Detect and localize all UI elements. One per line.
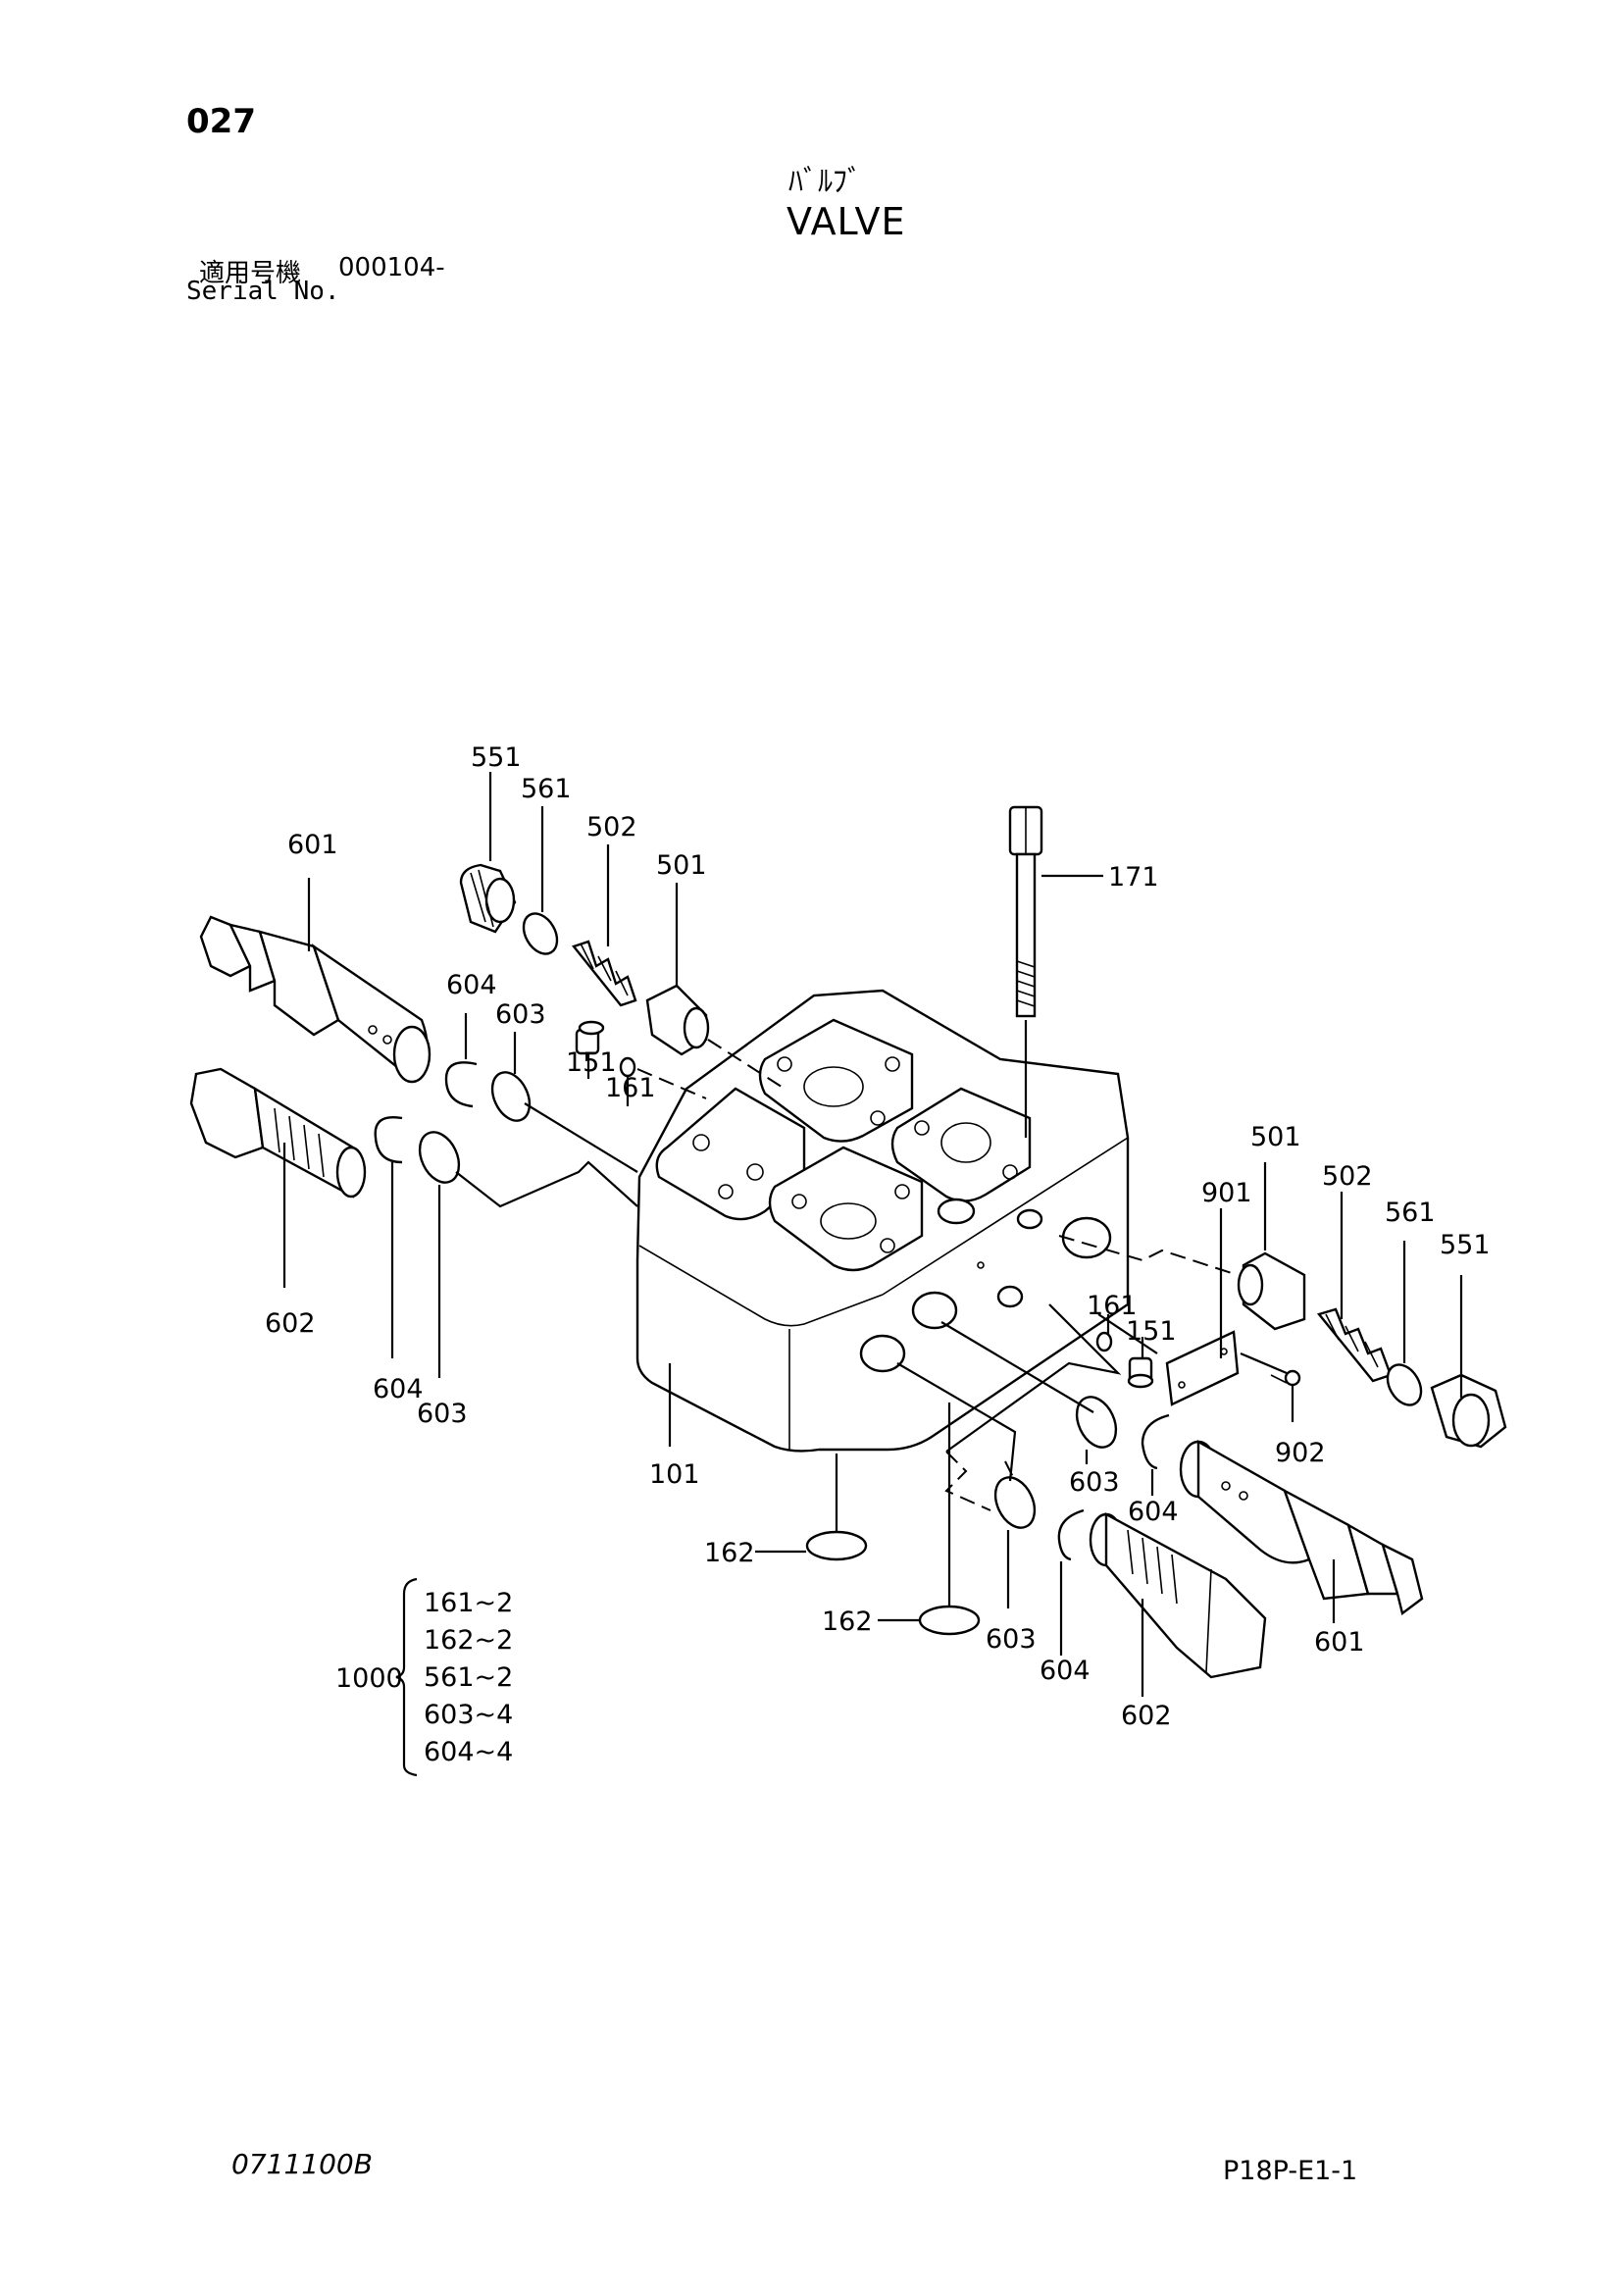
callout-551-left: 551 <box>471 742 522 773</box>
page-code: P18P-E1-1 <box>1223 2156 1358 2186</box>
o-ring-603-right-lower[interactable] <box>988 1471 1041 1534</box>
poppet-501-left[interactable] <box>645 984 710 1056</box>
relief-valve-601-right[interactable] <box>1179 1439 1424 1616</box>
callout-604-right-upper: 604 <box>1128 1497 1179 1527</box>
callout-561-right: 561 <box>1385 1198 1436 1228</box>
callout-603-left-lower: 603 <box>417 1399 468 1429</box>
title-japanese: ﾊﾞﾙﾌﾞ <box>788 165 862 199</box>
spring-502-right[interactable] <box>1316 1307 1393 1383</box>
callout-161-right: 161 <box>1087 1291 1138 1321</box>
rivet-902[interactable] <box>1270 1369 1301 1387</box>
callout-902: 902 <box>1275 1438 1326 1468</box>
callout-604-left-upper: 604 <box>446 970 497 1000</box>
snap-ring-604-right-lower[interactable] <box>1057 1508 1085 1561</box>
kit-label: 1000 <box>335 1663 403 1694</box>
callout-603-right-lower: 603 <box>986 1624 1037 1655</box>
callout-501-left: 501 <box>656 850 707 881</box>
document-code: 0711100B <box>231 2148 373 2180</box>
bolt-171[interactable] <box>1008 805 1043 1018</box>
o-ring-161-right[interactable] <box>1095 1331 1113 1352</box>
plug-551-left[interactable] <box>459 863 517 934</box>
relief-valve-601-left[interactable] <box>199 915 431 1084</box>
callout-603-right-upper: 603 <box>1069 1467 1120 1498</box>
callout-151-left: 151 <box>566 1047 617 1078</box>
valve-body-101[interactable] <box>635 989 1130 1453</box>
spring-502-left[interactable] <box>571 940 637 1007</box>
kit-item: 162~2 <box>424 1625 513 1656</box>
callout-171: 171 <box>1108 862 1159 893</box>
callout-601-left: 601 <box>287 830 338 860</box>
o-ring-162-upper[interactable] <box>805 1530 868 1561</box>
serial-label: Serial No. <box>186 277 340 306</box>
kit-item: 561~2 <box>424 1662 513 1693</box>
plug-551-right[interactable] <box>1430 1373 1507 1449</box>
page-title: VALVE <box>787 200 906 243</box>
snap-ring-604-right-upper[interactable] <box>1141 1413 1170 1470</box>
o-ring-161-left[interactable] <box>619 1056 636 1078</box>
callout-151-right: 151 <box>1126 1316 1177 1347</box>
callout-502-right: 502 <box>1322 1161 1373 1192</box>
o-ring-603-left-lower[interactable] <box>412 1126 466 1189</box>
kit-item: 161~2 <box>424 1588 513 1618</box>
callout-602-left: 602 <box>265 1308 316 1339</box>
page-number: 027 <box>186 102 256 141</box>
callout-601-right: 601 <box>1314 1627 1365 1658</box>
callout-101: 101 <box>649 1459 700 1490</box>
cap-602-left[interactable] <box>189 1067 367 1199</box>
o-ring-561-left[interactable] <box>517 907 564 959</box>
cap-602-right[interactable] <box>1089 1511 1267 1679</box>
name-plate-901[interactable] <box>1165 1330 1240 1406</box>
plug-151-right[interactable] <box>1127 1356 1154 1389</box>
callout-551-right: 551 <box>1440 1230 1491 1260</box>
serial-label-japanese: 適用号機 <box>199 259 302 288</box>
o-ring-561-right[interactable] <box>1381 1358 1428 1410</box>
callout-604-left-lower: 604 <box>373 1374 424 1404</box>
plug-151-left[interactable] <box>575 1020 605 1055</box>
callout-501-right: 501 <box>1250 1122 1301 1152</box>
o-ring-603-right-upper[interactable] <box>1069 1391 1123 1454</box>
o-ring-162-lower[interactable] <box>918 1605 981 1636</box>
kit-item: 604~4 <box>424 1737 513 1767</box>
callout-162-lower: 162 <box>822 1607 873 1637</box>
poppet-501-right[interactable] <box>1237 1251 1306 1331</box>
o-ring-603-left-upper[interactable] <box>485 1066 537 1126</box>
callout-162-upper: 162 <box>704 1538 755 1568</box>
callout-561-left: 561 <box>521 774 572 804</box>
serial-number-value: 000104- <box>338 253 445 282</box>
kit-bracket <box>395 1577 418 1777</box>
callout-502-left: 502 <box>586 812 637 842</box>
callout-901: 901 <box>1201 1178 1252 1208</box>
callout-604-right-lower: 604 <box>1040 1656 1091 1686</box>
callout-161-left: 161 <box>605 1073 656 1103</box>
kit-item: 603~4 <box>424 1700 513 1730</box>
snap-ring-604-left-upper[interactable] <box>444 1061 478 1108</box>
callout-602-right: 602 <box>1121 1701 1172 1731</box>
snap-ring-604-left-lower[interactable] <box>374 1116 403 1164</box>
callout-603-left-upper: 603 <box>495 999 546 1030</box>
